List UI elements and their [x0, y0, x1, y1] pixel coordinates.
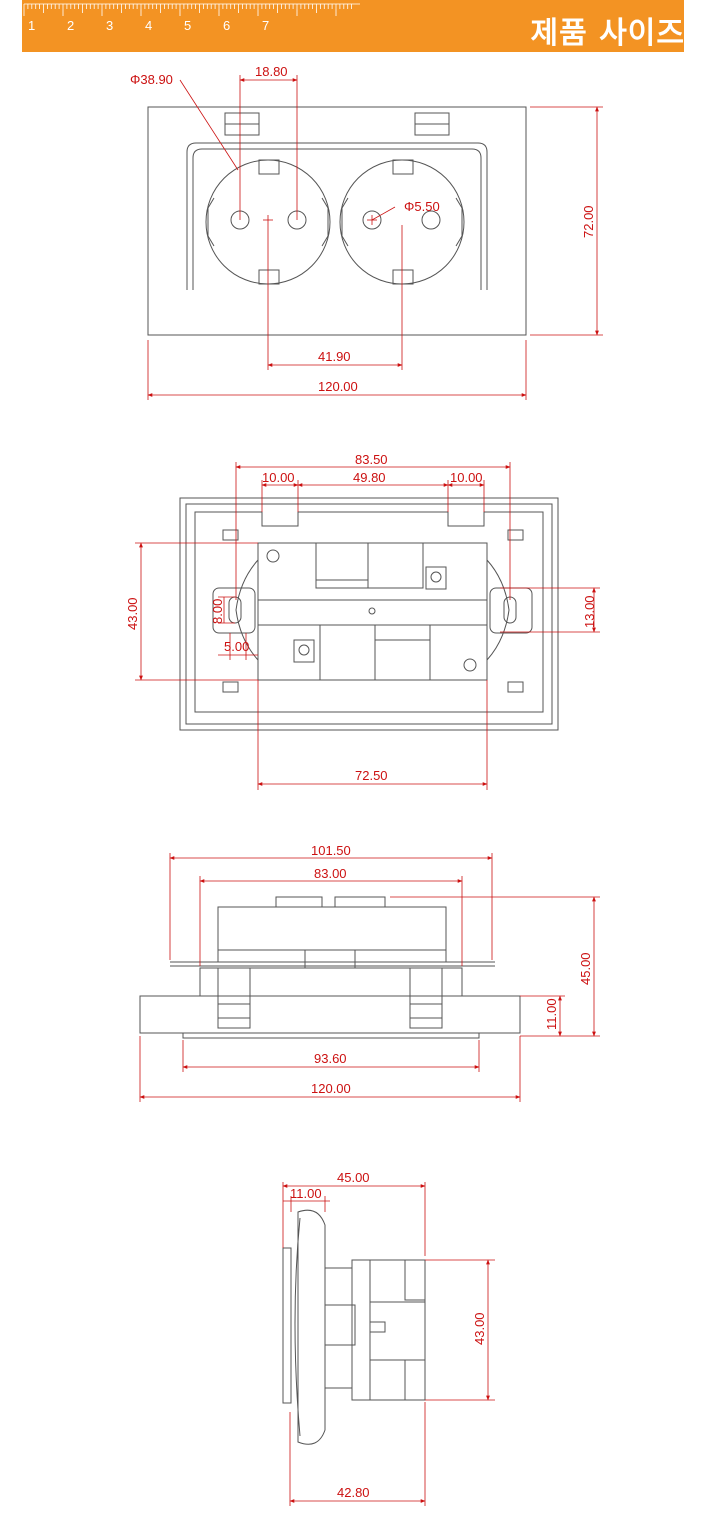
ruler-number: 6: [223, 18, 230, 33]
dimension-label: 11.00: [544, 998, 559, 1030]
back-plate-outline: [179, 497, 559, 731]
front-plate-outline: [147, 106, 527, 336]
dimension-label: 49.80: [353, 470, 386, 485]
dimension-label: 10.00: [262, 470, 295, 485]
side-plate-outline: [297, 1209, 326, 1445]
dimension-label: 72.00: [581, 205, 596, 238]
ruler: [23, 3, 360, 16]
top-view-labels: 101.50 83.00 45.00 11.00 93.60 120.00: [311, 843, 593, 1096]
dimension-label: 83.00: [314, 866, 347, 881]
dimension-label: 42.80: [337, 1485, 370, 1500]
ruler-numbers: 1 2 3 4 5 6 7: [28, 18, 269, 33]
top-view: [139, 896, 521, 1039]
ruler-number: 5: [184, 18, 191, 33]
top-view-dimensions: [139, 853, 600, 1102]
front-view-dimensions: [147, 75, 603, 400]
side-view-dimensions: [282, 1182, 495, 1506]
front-view: [147, 106, 527, 336]
front-view-labels: Φ38.90 18.80 Φ5.50 41.90 120.00 72.00: [130, 64, 596, 394]
back-view: [179, 497, 559, 731]
dimension-label: 5.00: [224, 639, 249, 654]
dimension-label: Φ5.50: [404, 199, 440, 214]
dimension-label: 72.50: [355, 768, 388, 783]
dimension-label: 10.00: [450, 470, 483, 485]
dimension-label: 45.00: [337, 1170, 370, 1185]
side-view-labels: 45.00 11.00 43.00 42.80: [290, 1170, 487, 1500]
ruler-number: 4: [145, 18, 152, 33]
dimension-label: 18.80: [255, 64, 288, 79]
dimension-label: Φ38.90: [130, 72, 173, 87]
side-view: [282, 1209, 426, 1445]
header-bar: [22, 0, 684, 52]
ruler-number: 2: [67, 18, 74, 33]
dimension-label: 8.00: [210, 599, 225, 624]
dimension-label: 13.00: [582, 595, 597, 628]
dimension-label: 41.90: [318, 349, 351, 364]
dimension-label: 43.00: [472, 1312, 487, 1345]
page-title: 제품 사이즈: [530, 16, 685, 51]
ruler-number: 7: [262, 18, 269, 33]
top-plate-outline: [139, 995, 521, 1034]
dimension-label: 83.50: [355, 452, 388, 467]
ruler-number: 1: [28, 18, 35, 33]
dimension-label: 120.00: [318, 379, 358, 394]
dimension-label: 11.00: [290, 1186, 322, 1201]
dimension-label: 43.00: [125, 597, 140, 630]
dimension-label: 101.50: [311, 843, 351, 858]
dimension-label: 93.60: [314, 1051, 347, 1066]
ruler-number: 3: [106, 18, 113, 33]
back-view-dimensions: [135, 462, 600, 790]
dimension-label: 120.00: [311, 1081, 351, 1096]
dimension-label: 45.00: [578, 952, 593, 985]
back-view-labels: 83.50 10.00 49.80 10.00 43.00 8.00 5.00 …: [125, 452, 597, 783]
mechanism-body: [257, 542, 488, 681]
